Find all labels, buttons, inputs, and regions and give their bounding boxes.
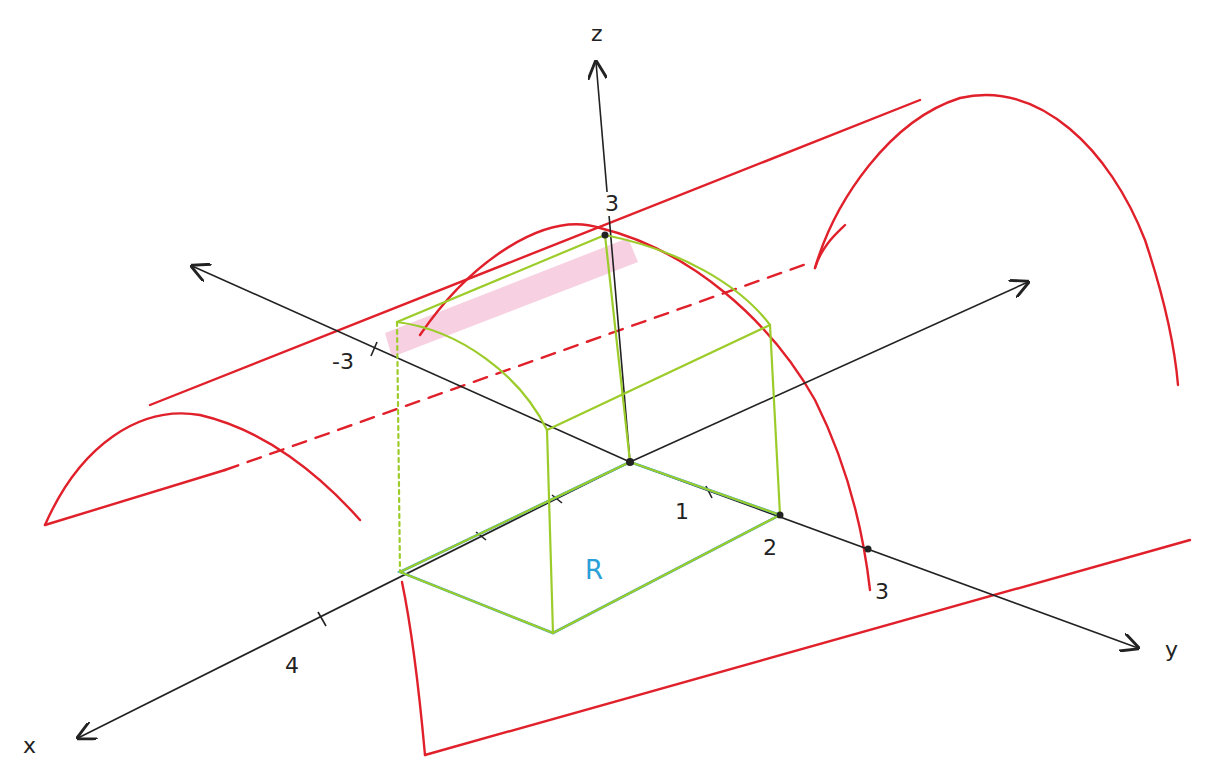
point [602, 232, 609, 239]
axis-name: y [1162, 638, 1181, 662]
tick-label: 4 [282, 654, 302, 678]
point [777, 512, 784, 519]
tick-label: 1 [672, 500, 692, 524]
axes [78, 62, 1138, 738]
axis-name: z [588, 22, 606, 46]
tick-label: -3 [329, 350, 357, 374]
region-r [400, 462, 780, 633]
tick-label: 3 [602, 192, 622, 216]
tick-label: 2 [760, 536, 780, 560]
half-cylinder [45, 95, 1190, 755]
point [626, 458, 634, 466]
solid-box [397, 235, 780, 633]
tick-label: 3 [872, 580, 892, 604]
axis-name: x [20, 734, 39, 758]
region-label: R [582, 556, 606, 584]
point [865, 546, 872, 553]
